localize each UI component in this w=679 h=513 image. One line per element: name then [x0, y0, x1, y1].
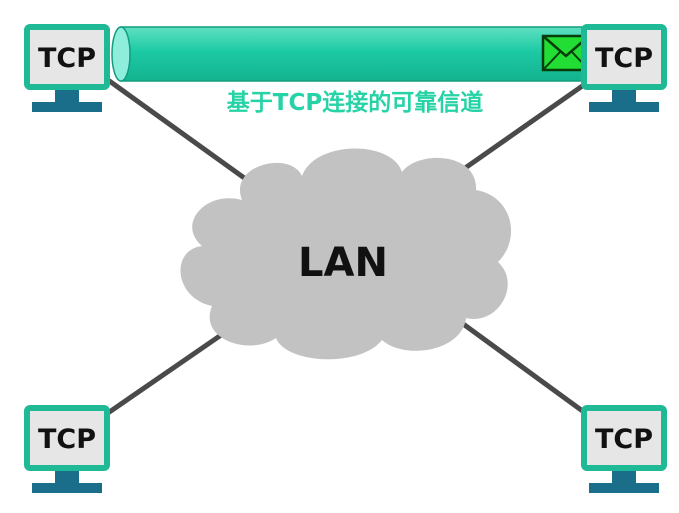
host-label: TCP	[38, 424, 96, 455]
pipe-end-cap	[111, 26, 131, 82]
cloud-shape	[180, 148, 512, 360]
lan-cloud: LAN	[180, 148, 512, 360]
monitor-icon	[581, 405, 667, 493]
host-label: TCP	[595, 424, 653, 455]
host-top-right: TCP	[581, 24, 667, 112]
pipe-body	[120, 26, 596, 82]
link-bottom-left	[103, 319, 242, 418]
link-top-left	[106, 77, 270, 198]
host-bottom-left: TCP	[24, 405, 110, 493]
lan-label: LAN	[298, 240, 388, 286]
host-label: TCP	[38, 43, 96, 74]
link-bottom-right	[453, 315, 590, 418]
network-links	[103, 77, 590, 418]
channel-label: 基于TCP连接的可靠信道	[227, 89, 483, 116]
monitor-icon	[24, 24, 110, 112]
host-label: TCP	[595, 43, 653, 74]
monitor-icon	[581, 24, 667, 112]
host-top-left: TCP	[24, 24, 110, 112]
monitor-icon	[24, 405, 110, 493]
host-bottom-right: TCP	[581, 405, 667, 493]
link-top-right	[446, 79, 590, 183]
tcp-channel-pipe	[111, 26, 596, 82]
